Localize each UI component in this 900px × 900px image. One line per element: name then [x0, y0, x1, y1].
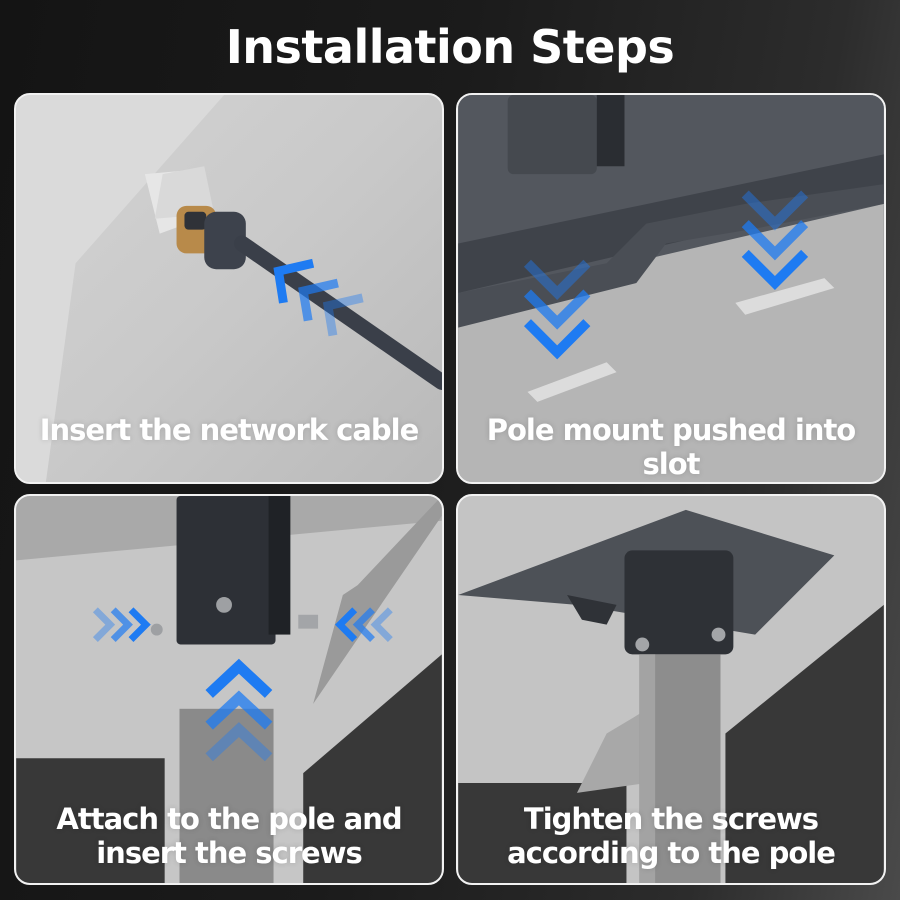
step-panel-pole-mount-slot: Pole mount pushed into slot: [456, 93, 886, 484]
push-left-arrow-icon: [334, 607, 393, 642]
attach-pole-illustration: [16, 496, 442, 883]
push-down-arrow-right-icon: [741, 190, 809, 291]
push-down-arrow-left-icon: [523, 259, 591, 360]
page-title: Installation Steps: [225, 20, 675, 74]
step-panel-insert-cable: Insert the network cable: [14, 93, 444, 484]
cable-insertion-illustration: [16, 95, 442, 482]
pole-mount-slot-illustration: [458, 95, 884, 482]
push-up-arrow-icon: [205, 658, 273, 762]
slot-left: [527, 362, 617, 402]
step-panel-tighten-screws: Tighten the screws according to the pole: [456, 494, 886, 885]
push-right-arrow-icon: [92, 607, 151, 642]
step-caption-line-1: Attach to the pole and: [56, 802, 402, 836]
step-caption-line-2: according to the pole: [507, 836, 836, 870]
insert-arrow-icon: [273, 258, 364, 337]
step-caption: Insert the network cable: [39, 413, 420, 447]
step-caption-line-1: Tighten the screws: [523, 802, 819, 836]
tighten-screws-illustration: [458, 509, 884, 883]
step-caption: Pole mount pushed into slot: [486, 413, 856, 481]
step-caption-line-2: insert the screws: [96, 836, 363, 870]
slot-right: [735, 278, 835, 315]
step-panel-attach-pole: Attach to the pole and insert the screws: [14, 494, 444, 885]
